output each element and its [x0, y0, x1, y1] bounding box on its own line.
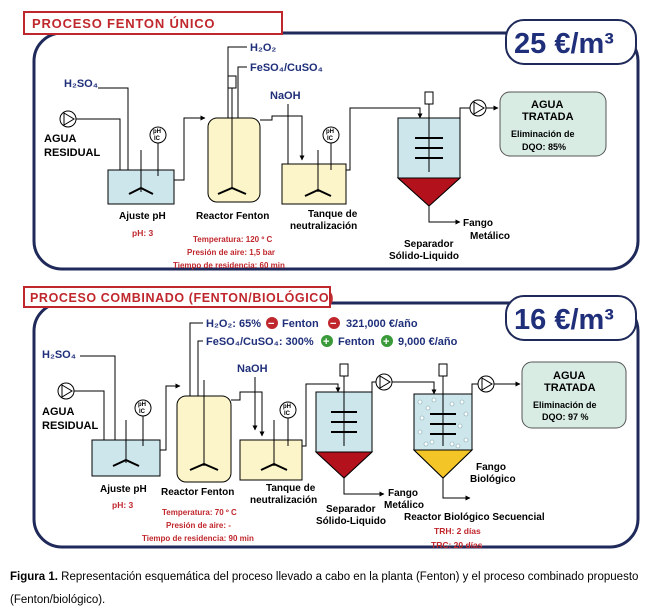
combined-ph-ic-1-top: pH	[138, 402, 146, 408]
fenton-ph-ic-1-bottom: IC	[154, 136, 161, 142]
combined-feso4-line: FeSO₄/CuSO₄: 300%	[206, 336, 314, 348]
fenton-feed-line1: AGUA	[44, 133, 76, 145]
combined-out-title1: AGUA	[553, 370, 585, 382]
fenton-neut-label1: Tanque de	[308, 209, 358, 220]
combined-trh: TRH: 2 días	[434, 526, 481, 536]
h2o2-minus-icon	[266, 317, 278, 329]
fenton-h2so4-label: H₂SO₄	[64, 78, 98, 90]
feso4-plus-icon-2	[381, 335, 393, 347]
combined-sep-label2: Sólido-Liquido	[316, 516, 386, 527]
combined-panel: PROCESO COMBINADO (FENTON/BIOLÓGICO) 16 …	[23, 286, 640, 550]
combined-tank1-param: pH: 3	[112, 500, 134, 510]
combined-sludge-bio-1: Fango	[476, 462, 506, 473]
combined-h2o2-fenton: Fenton	[282, 318, 319, 330]
fenton-reactor-param2: Presión de aire: 1,5 bar	[187, 248, 275, 257]
fenton-tank1-label: Ajuste pH	[119, 211, 166, 222]
combined-sep-label1: Separador	[326, 504, 376, 515]
caption-lead: Figura 1.	[10, 571, 58, 583]
combined-ph-ic-2-bottom: IC	[284, 411, 291, 417]
fenton-ph-ic-2-bottom: IC	[327, 136, 334, 142]
combined-ph-ic-2-top: pH	[283, 404, 291, 410]
fenton-feed-line2: RESIDUAL	[44, 147, 101, 159]
fenton-panel-border	[32, 31, 640, 271]
fenton-ph-ic-2-top: pH	[326, 129, 334, 135]
fenton-cost: 25 €/m³	[514, 28, 614, 60]
fenton-reactor	[207, 117, 261, 203]
combined-title: PROCESO COMBINADO (FENTON/BIOLÓGICO)	[30, 290, 334, 305]
fenton-feso4-label: FeSO₄/CuSO₄	[250, 62, 323, 74]
combined-h2o2-value: 321,000 €/año	[346, 318, 418, 330]
combined-cost: 16 €/m³	[514, 304, 614, 336]
fenton-ph-ic-1-top: pH	[153, 129, 161, 135]
combined-treated-water-box	[521, 361, 627, 429]
figure-caption: Figura 1. Representación esquemática del…	[10, 566, 650, 612]
combined-h2o2-line: H₂O₂: 65%	[206, 318, 261, 330]
fenton-title: PROCESO FENTON ÚNICO	[32, 16, 215, 31]
combined-naoh-label: NaOH	[237, 363, 268, 375]
combined-h2so4-label: H₂SO₄	[42, 349, 76, 361]
h2o2-minus-sign-2: −	[330, 318, 336, 330]
combined-feed-line2: RESIDUAL	[42, 420, 99, 432]
combined-sludge-metal-1: Fango	[388, 488, 418, 499]
fenton-out-text1: Eliminación de	[511, 129, 575, 139]
fenton-panel: PROCESO FENTON ÚNICO 25 €/m³ H₂O₂ FeSO₄/…	[23, 11, 640, 271]
fenton-tank1-param: pH: 3	[132, 228, 154, 238]
fenton-reactor-label: Reactor Fenton	[196, 211, 269, 222]
fenton-sep-label1: Separador	[404, 239, 454, 250]
fenton-cost-box	[505, 19, 637, 65]
fenton-reactor-param3: Tiempo de residencia: 60 min	[173, 261, 285, 270]
fenton-neut-label2: neutralización	[290, 221, 357, 232]
combined-bio-label: Reactor Biológico Secuencial	[404, 512, 545, 523]
combined-sludge-metal-2: Metálico	[384, 500, 424, 511]
combined-cost-box	[505, 295, 637, 341]
h2o2-minus-icon-2	[328, 317, 340, 329]
combined-feso4-fenton: Fenton	[338, 336, 375, 348]
combined-feed-line1: AGUA	[42, 406, 74, 418]
fenton-sludge-2: Metálico	[470, 231, 510, 242]
fenton-treated-water-box	[499, 91, 607, 157]
combined-out-text2: DQO: 97 %	[542, 412, 589, 422]
combined-sludge-bio-2: Biológico	[470, 474, 516, 485]
fenton-sludge-1: Fango	[463, 218, 493, 229]
combined-reactor-param1: Temperatura: 70 º C	[162, 508, 237, 517]
combined-neut-label2: neutralización	[250, 495, 317, 506]
combined-ph-ic-1-bottom: IC	[139, 409, 146, 415]
fenton-out-text2: DQO: 85%	[522, 142, 566, 152]
combined-trc: TRC: 20 días	[431, 540, 483, 550]
combined-out-text1: Eliminación de	[533, 400, 597, 410]
fenton-reactor-param1: Temperatura: 120 º C	[193, 235, 272, 244]
fenton-sep-label2: Sólido-Liquido	[389, 251, 459, 262]
fenton-h2o2-label: H₂O₂	[250, 42, 276, 54]
h2o2-minus-sign: −	[268, 318, 274, 330]
fenton-title-box	[23, 11, 283, 35]
combined-neutralization-tank	[239, 439, 303, 481]
feso4-plus-sign: +	[323, 336, 329, 348]
combined-neut-label1: Tanque de	[266, 483, 316, 494]
combined-out-title2: TRATADA	[544, 382, 596, 394]
combined-feso4-value: 9,000 €/año	[398, 336, 458, 348]
caption-text: Representación esquemática del proceso l…	[10, 571, 639, 606]
feso4-plus-sign-2: +	[383, 336, 389, 348]
combined-panel-border	[32, 301, 640, 549]
aeration-bubbles	[417, 397, 469, 449]
combined-reactor-label: Reactor Fenton	[161, 487, 234, 498]
fenton-out-title2: TRATADA	[522, 111, 574, 123]
feso4-plus-icon	[321, 335, 333, 347]
process-diagram: PROCESO FENTON ÚNICO 25 €/m³ H₂O₂ FeSO₄/…	[23, 11, 640, 550]
combined-tank1-label: Ajuste pH	[100, 484, 147, 495]
fenton-out-title1: AGUA	[531, 99, 563, 111]
fenton-neutralization-tank	[281, 163, 347, 205]
combined-reactor-param3: Tiempo de residencia: 90 min	[142, 534, 254, 543]
combined-title-box	[23, 286, 331, 308]
combined-reactor-param2: Presión de aire: -	[166, 521, 231, 530]
fenton-naoh-label: NaOH	[270, 90, 301, 102]
